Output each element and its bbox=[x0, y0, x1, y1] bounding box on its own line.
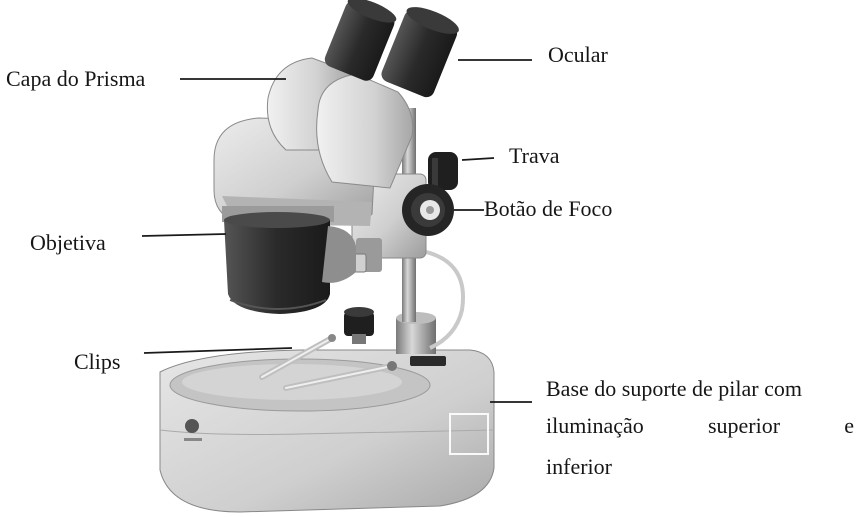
focus-knob bbox=[402, 184, 454, 236]
leader-line-objetiva bbox=[142, 234, 226, 236]
label-botao-de-foco: Botão de Foco bbox=[484, 197, 612, 221]
label-clips: Clips bbox=[74, 350, 120, 374]
illumination-knob bbox=[344, 307, 374, 344]
leader-line-trava bbox=[462, 158, 494, 160]
label-base-line-3: inferior bbox=[546, 455, 612, 479]
objective-lens bbox=[224, 212, 330, 314]
label-base-word-e: e bbox=[844, 414, 854, 438]
label-objetiva: Objetiva bbox=[30, 231, 106, 255]
head-support-arm bbox=[322, 226, 356, 283]
label-trava: Trava bbox=[509, 144, 560, 168]
label-base-line-1: Base do suporte de pilar com bbox=[546, 377, 802, 401]
label-base-line-2: iluminação superior e bbox=[546, 414, 854, 438]
brand-logo-icon bbox=[185, 419, 199, 433]
label-base-word-superior: superior bbox=[708, 414, 780, 438]
illuminated-base bbox=[160, 350, 494, 512]
label-base-word-iluminacao: iluminação bbox=[546, 414, 644, 438]
label-ocular: Ocular bbox=[548, 43, 608, 67]
lock-knob bbox=[428, 152, 458, 190]
label-capa-do-prisma: Capa do Prisma bbox=[6, 67, 145, 91]
illumination-switch bbox=[410, 356, 446, 366]
